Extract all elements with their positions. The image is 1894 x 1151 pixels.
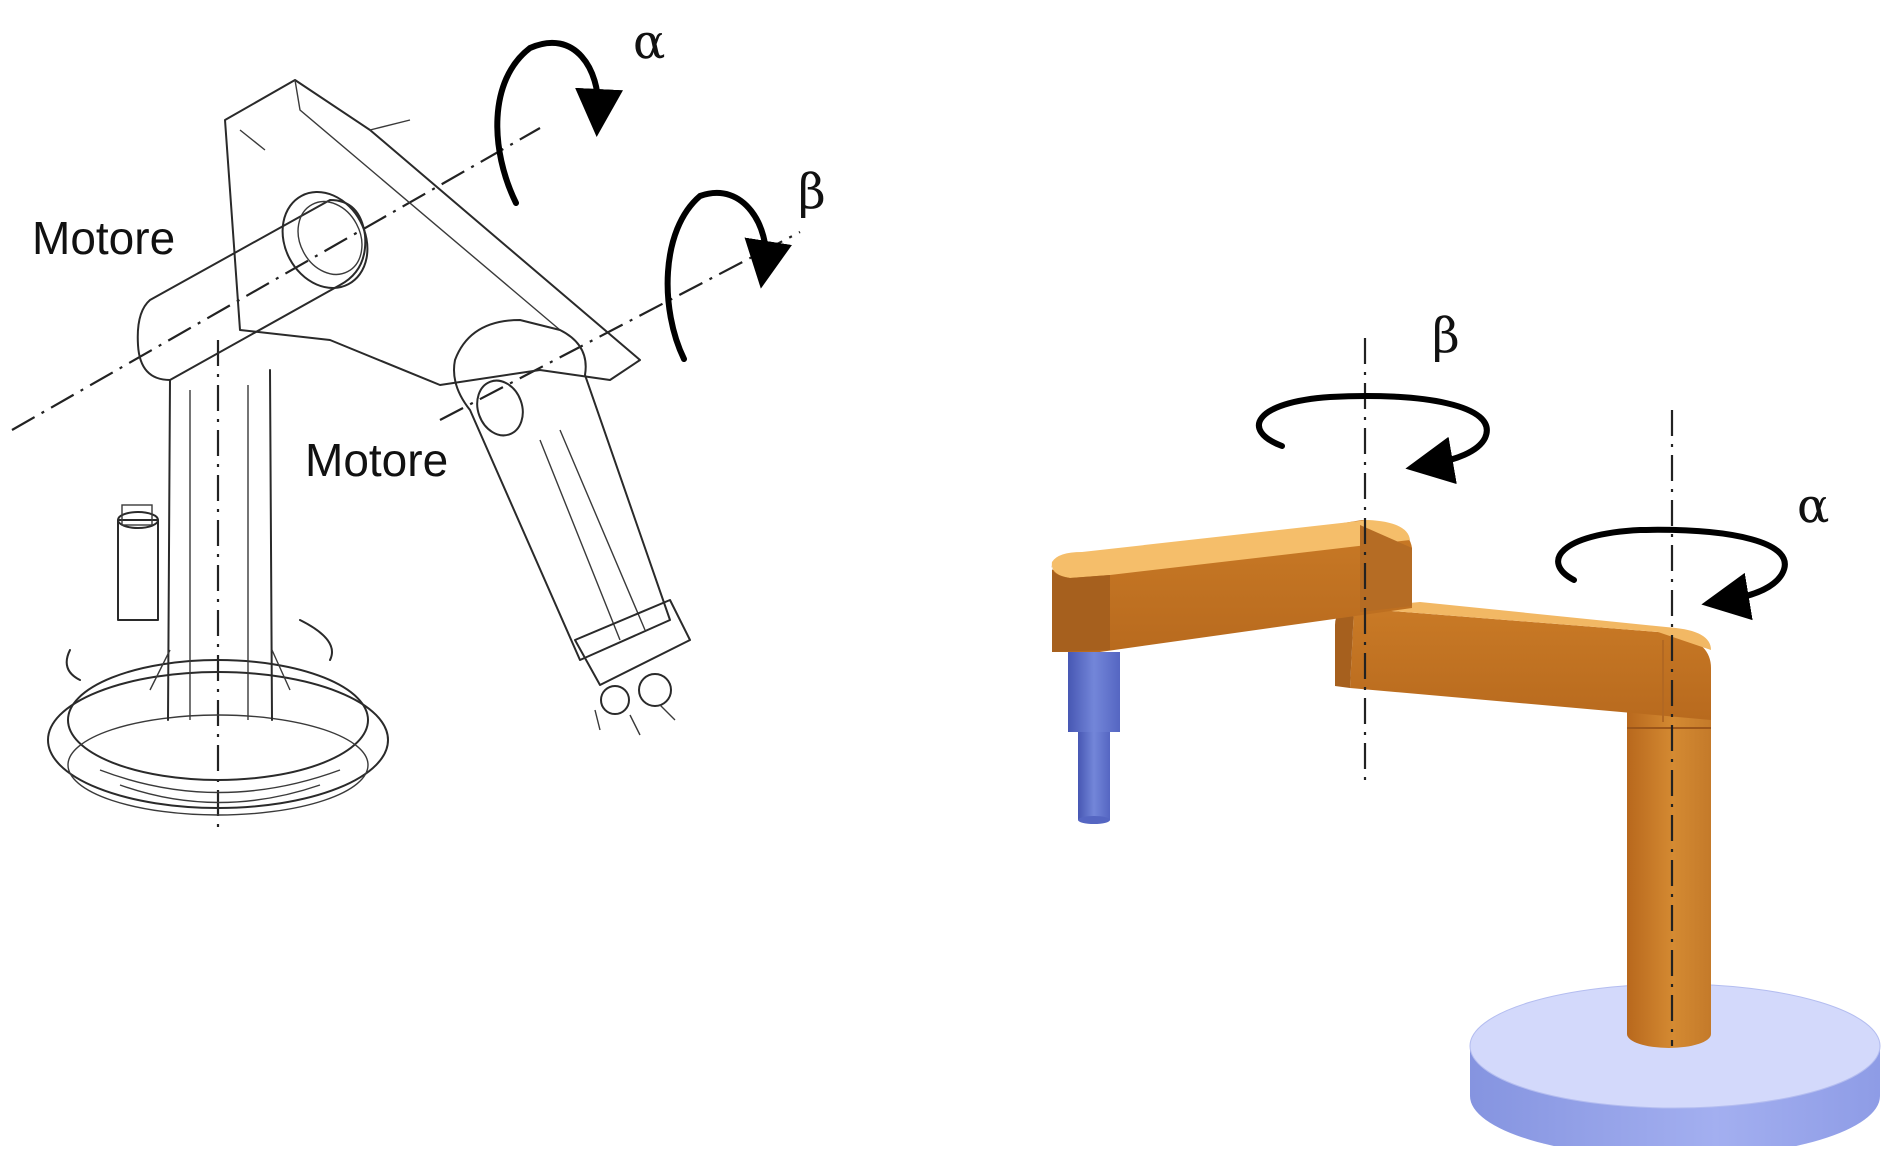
- forearm-outline: [453, 319, 671, 661]
- alpha-rotation-arrow: [494, 39, 624, 206]
- motor-label-bottom: Motore: [305, 434, 448, 486]
- arm-link-2: [1335, 602, 1711, 722]
- shoulder-housing-outline: [224, 79, 641, 386]
- base-plate-outline: [67, 659, 369, 781]
- beta-rotation-arrow: [664, 190, 792, 362]
- beta-rotation-arrow-3d: [1256, 392, 1490, 485]
- scara-3d-model: β α: [1051, 308, 1881, 1151]
- alpha-label-left: α: [633, 14, 665, 70]
- column-outline: [167, 369, 273, 721]
- side-cylinder-outline: [117, 519, 159, 621]
- alpha-rotation-arrow-3d: [1555, 526, 1788, 621]
- vertical-column: [1627, 700, 1711, 1048]
- alpha-label-right: α: [1797, 478, 1829, 534]
- arm-link-1: [1051, 520, 1412, 652]
- beta-axis-line: [439, 231, 801, 421]
- beta-label-left: β: [798, 164, 826, 220]
- motor-label-top: Motore: [32, 212, 175, 264]
- articulated-arm-sketch: Motore Motore α β: [11, 14, 826, 830]
- base-disk: [1469, 983, 1881, 1151]
- alpha-axis-line: [11, 127, 541, 431]
- upper-motor-outline: [136, 199, 367, 381]
- wrist-outline: [574, 599, 691, 686]
- end-effector-rod: [1068, 652, 1120, 824]
- beta-label-right: β: [1432, 308, 1460, 364]
